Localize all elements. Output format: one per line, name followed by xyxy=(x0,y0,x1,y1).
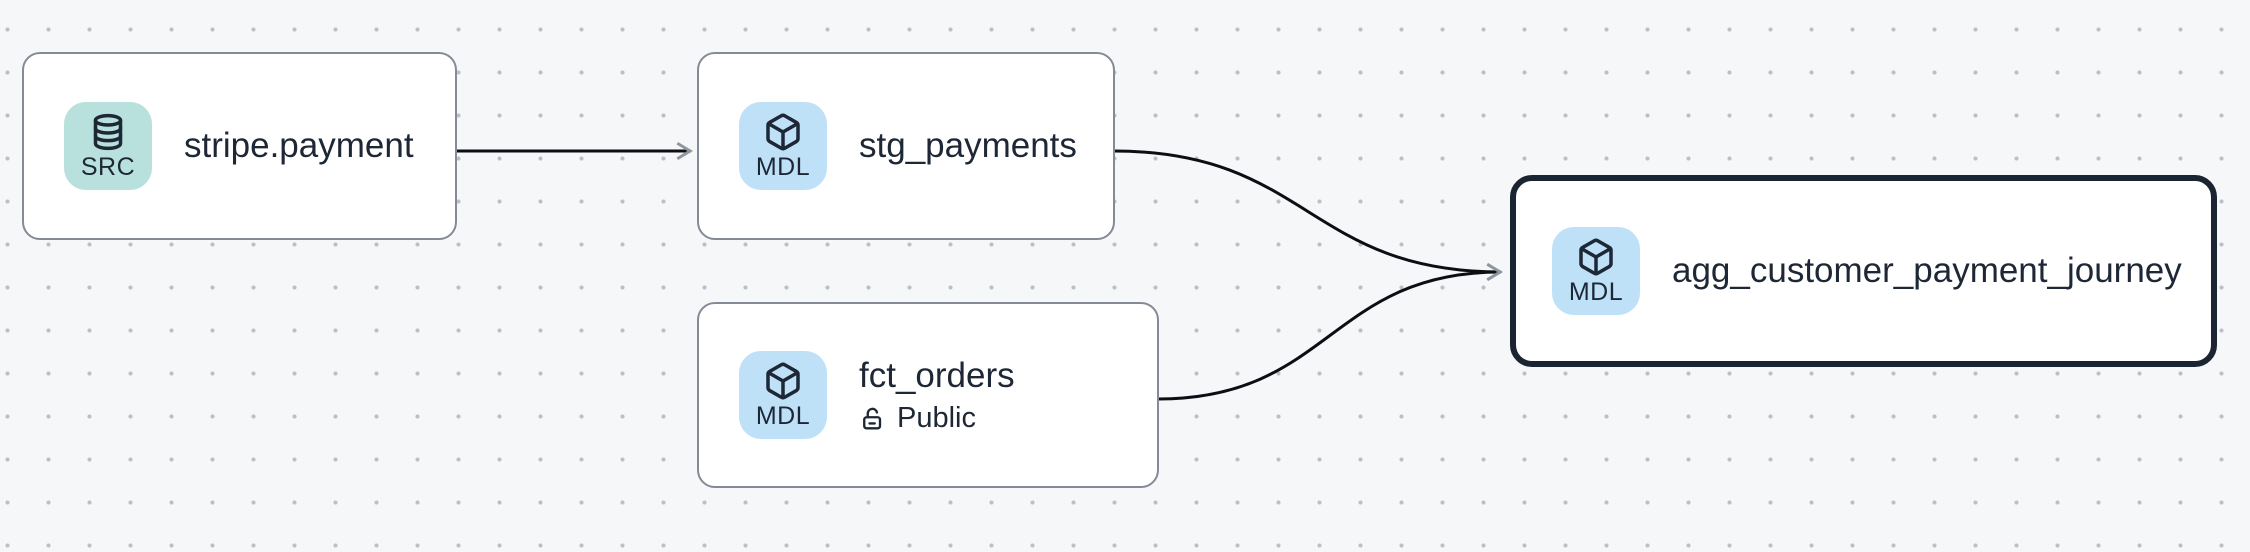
node-title: fct_orders xyxy=(859,356,1015,396)
node-title: agg_customer_payment_journey xyxy=(1672,251,2182,290)
badge-label: SRC xyxy=(80,153,136,181)
mdl-badge: MDL xyxy=(1552,227,1640,315)
src-badge: SRC xyxy=(64,102,152,190)
database-icon xyxy=(93,113,123,151)
mdl-badge: MDL xyxy=(739,102,827,190)
node-title: stripe.payment xyxy=(184,126,414,165)
badge-label: MDL xyxy=(755,153,811,181)
node-agg-customer-payment-journey[interactable]: MDL agg_customer_payment_journey xyxy=(1510,175,2217,367)
mdl-badge: MDL xyxy=(739,351,827,439)
badge-label: MDL xyxy=(755,402,811,430)
cube-icon xyxy=(766,113,800,151)
edge-fct-orders-to-agg-customer-payment-journey[interactable] xyxy=(1157,263,1503,401)
badge-label: MDL xyxy=(1568,278,1624,306)
node-fct-orders[interactable]: MDL fct_orders Public xyxy=(697,302,1159,488)
cube-icon xyxy=(1579,238,1613,276)
unlock-icon xyxy=(863,407,882,430)
cube-icon xyxy=(766,362,800,400)
node-title: stg_payments xyxy=(859,126,1077,165)
access-label: Public xyxy=(897,402,976,435)
node-stg-payments[interactable]: MDL stg_payments xyxy=(697,52,1115,240)
node-stripe-payment[interactable]: SRC stripe.payment xyxy=(22,52,457,240)
edge-stg-payments-to-agg-customer-payment-journey[interactable] xyxy=(1113,149,1503,281)
access-row: Public xyxy=(859,402,1015,435)
